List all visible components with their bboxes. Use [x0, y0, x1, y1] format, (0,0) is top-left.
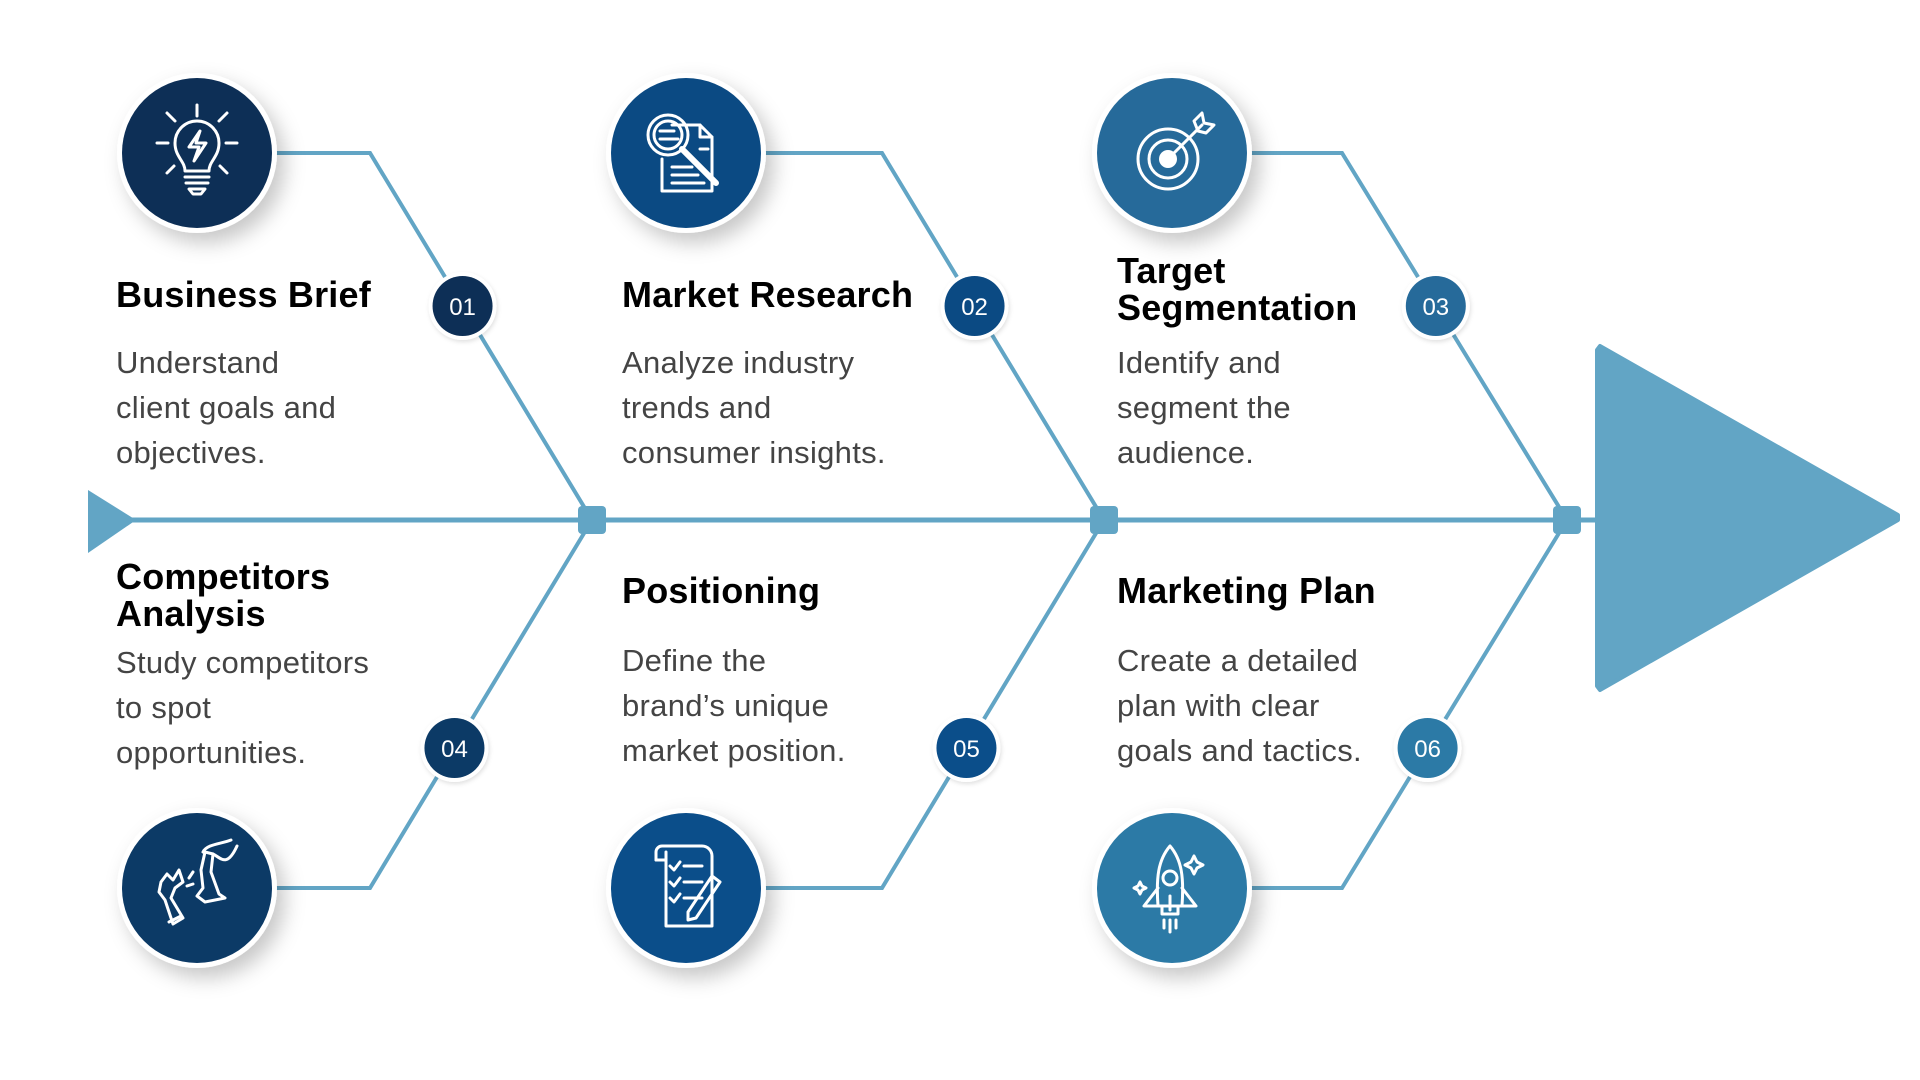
step-description-line: Identify and — [1117, 345, 1281, 380]
step-description-line: Define the — [622, 643, 767, 678]
step-description: Define the brand’s unique market position. — [622, 638, 846, 773]
step-description-line: plan with clear — [1117, 688, 1320, 723]
lightbulb-icon — [155, 103, 239, 196]
step-number: 06 — [1414, 736, 1441, 763]
step-icon-circle — [117, 73, 277, 233]
step-number: 05 — [953, 736, 980, 763]
step-description: Create a detailed plan with clear goals an… — [1117, 638, 1362, 773]
step-description-line: to spot — [116, 690, 212, 725]
step-number-badge: 02 — [940, 272, 1009, 340]
step-number-badge: 06 — [1393, 714, 1462, 782]
step-title: Market Research — [622, 276, 913, 313]
step-description-line: market position. — [622, 733, 846, 768]
step-number-badge: 04 — [420, 714, 489, 782]
step-number: 04 — [441, 736, 468, 763]
step-description-line: Understand — [116, 345, 280, 380]
step-description-line: goals and tactics. — [1117, 733, 1362, 768]
step-description-line: client goals and — [116, 390, 337, 425]
step-icon-circle — [1092, 808, 1252, 968]
step-title: Positioning — [622, 572, 820, 609]
step-title-line: Positioning — [622, 570, 821, 611]
step-number: 02 — [961, 294, 988, 321]
step-title: Business Brief — [116, 276, 371, 313]
end-arrow-head — [1595, 344, 1900, 692]
junction-node — [1090, 506, 1118, 534]
step-icon-circle — [606, 808, 766, 968]
step-description-line: Analyze industry — [622, 345, 855, 380]
step-description-line: Study competitors — [116, 645, 370, 680]
step-number: 01 — [449, 294, 476, 321]
step-title-line: Analysis — [116, 593, 266, 634]
step-description-line: consumer insights. — [622, 435, 886, 470]
chess-pieces-icon — [157, 838, 239, 926]
step-title: Marketing Plan — [1117, 572, 1376, 609]
step-title-line: Business Brief — [116, 274, 371, 315]
step-description-line: objectives. — [116, 435, 266, 470]
checklist-pencil-icon — [654, 844, 722, 928]
step-description-line: trends and — [622, 390, 772, 425]
step-title-line: Target — [1117, 250, 1226, 291]
junction-node — [1553, 506, 1581, 534]
step-description: Understand client goals and objectives. — [116, 340, 336, 475]
step-number-badge: 05 — [932, 714, 1001, 782]
step-icon-circle — [606, 73, 766, 233]
step-title-line: Segmentation — [1117, 287, 1358, 328]
step-description-line: brand’s unique — [622, 688, 830, 723]
step-description-line: audience. — [1117, 435, 1255, 470]
rocket-icon — [1132, 844, 1205, 934]
step-number-badge: 01 — [428, 272, 497, 340]
step-description-line: segment the — [1117, 390, 1291, 425]
step-icon-circle — [1092, 73, 1252, 233]
start-arrow-icon — [88, 490, 136, 553]
step-description-line: Create a detailed — [1117, 643, 1359, 678]
step-title-line: Marketing Plan — [1117, 570, 1376, 611]
step-description: Identify and segment the audience. — [1117, 340, 1291, 475]
step-description-line: opportunities. — [116, 735, 307, 770]
step-icon-circle — [117, 808, 277, 968]
step-description: Analyze industry trends and consumer insig… — [622, 340, 886, 475]
document-search-icon — [646, 113, 719, 193]
junction-node — [578, 506, 606, 534]
step-number-badge: 03 — [1401, 272, 1470, 340]
step-description: Study competitors to spot opportunities. — [116, 640, 369, 775]
step-title-line: Competitors — [116, 556, 331, 597]
step-number: 03 — [1422, 294, 1449, 321]
target-arrow-icon — [1136, 111, 1216, 191]
step-title-line: Market Research — [622, 274, 914, 315]
